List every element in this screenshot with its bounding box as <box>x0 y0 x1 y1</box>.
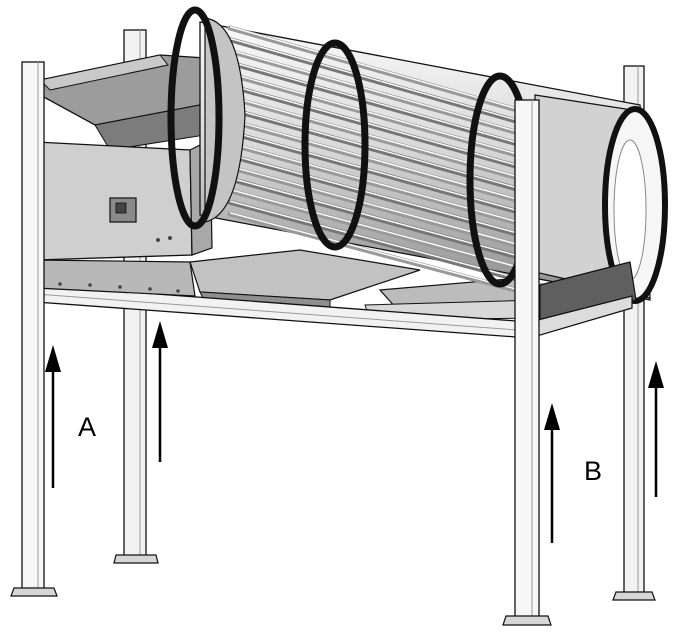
screen-bar-highlight <box>229 26 546 118</box>
screen-bar-highlight <box>229 84 546 174</box>
screen-bar <box>227 37 548 132</box>
screen-bar <box>227 48 548 143</box>
arrow-a-front <box>45 345 61 488</box>
screen-bar <box>227 153 548 245</box>
screen-bar <box>227 141 548 233</box>
screen-bar <box>227 72 548 166</box>
main-frame <box>35 259 637 339</box>
screen-bar <box>227 106 548 200</box>
screen-bar <box>227 83 548 177</box>
screen-bar <box>227 60 548 155</box>
drum-ring-inlet <box>167 6 223 230</box>
front-right-leg <box>502 99 552 626</box>
screen-bar-highlight <box>229 49 546 140</box>
screen-bar <box>227 130 548 222</box>
front-left-leg <box>10 61 58 597</box>
screen-bar <box>227 199 548 290</box>
screen-bar <box>227 25 548 121</box>
screen-bar-highlight <box>229 119 546 208</box>
screen-bar-highlight <box>229 61 546 152</box>
screen-bar-highlight <box>229 142 546 230</box>
screen-bar <box>227 188 548 278</box>
screen-bar-highlight <box>229 107 546 197</box>
screen-bar <box>227 165 548 256</box>
label-b: B <box>584 456 602 486</box>
screen-bar-highlight <box>229 165 546 253</box>
feed-hopper <box>38 54 206 151</box>
screen-bar <box>227 118 548 211</box>
screen-bar-highlight <box>229 188 546 275</box>
screen-bar-highlight <box>229 72 546 163</box>
screen-bar-highlight <box>229 130 546 219</box>
arrow-a-back <box>152 321 168 462</box>
side-box <box>35 139 213 261</box>
screen-bar-highlight <box>229 37 546 129</box>
screen-bar <box>227 176 548 267</box>
screen-bar-highlight <box>229 95 546 185</box>
label-a: A <box>78 412 96 442</box>
screen-bars <box>227 25 548 301</box>
screen-bar-highlight <box>229 200 546 287</box>
screen-bar-highlight <box>229 177 546 264</box>
arrow-b-back <box>648 361 664 497</box>
screen-bar <box>227 95 548 188</box>
drum-ring-middle-left <box>301 39 369 251</box>
arrow-b-front <box>544 403 560 543</box>
screen-bar-highlight <box>229 153 546 242</box>
